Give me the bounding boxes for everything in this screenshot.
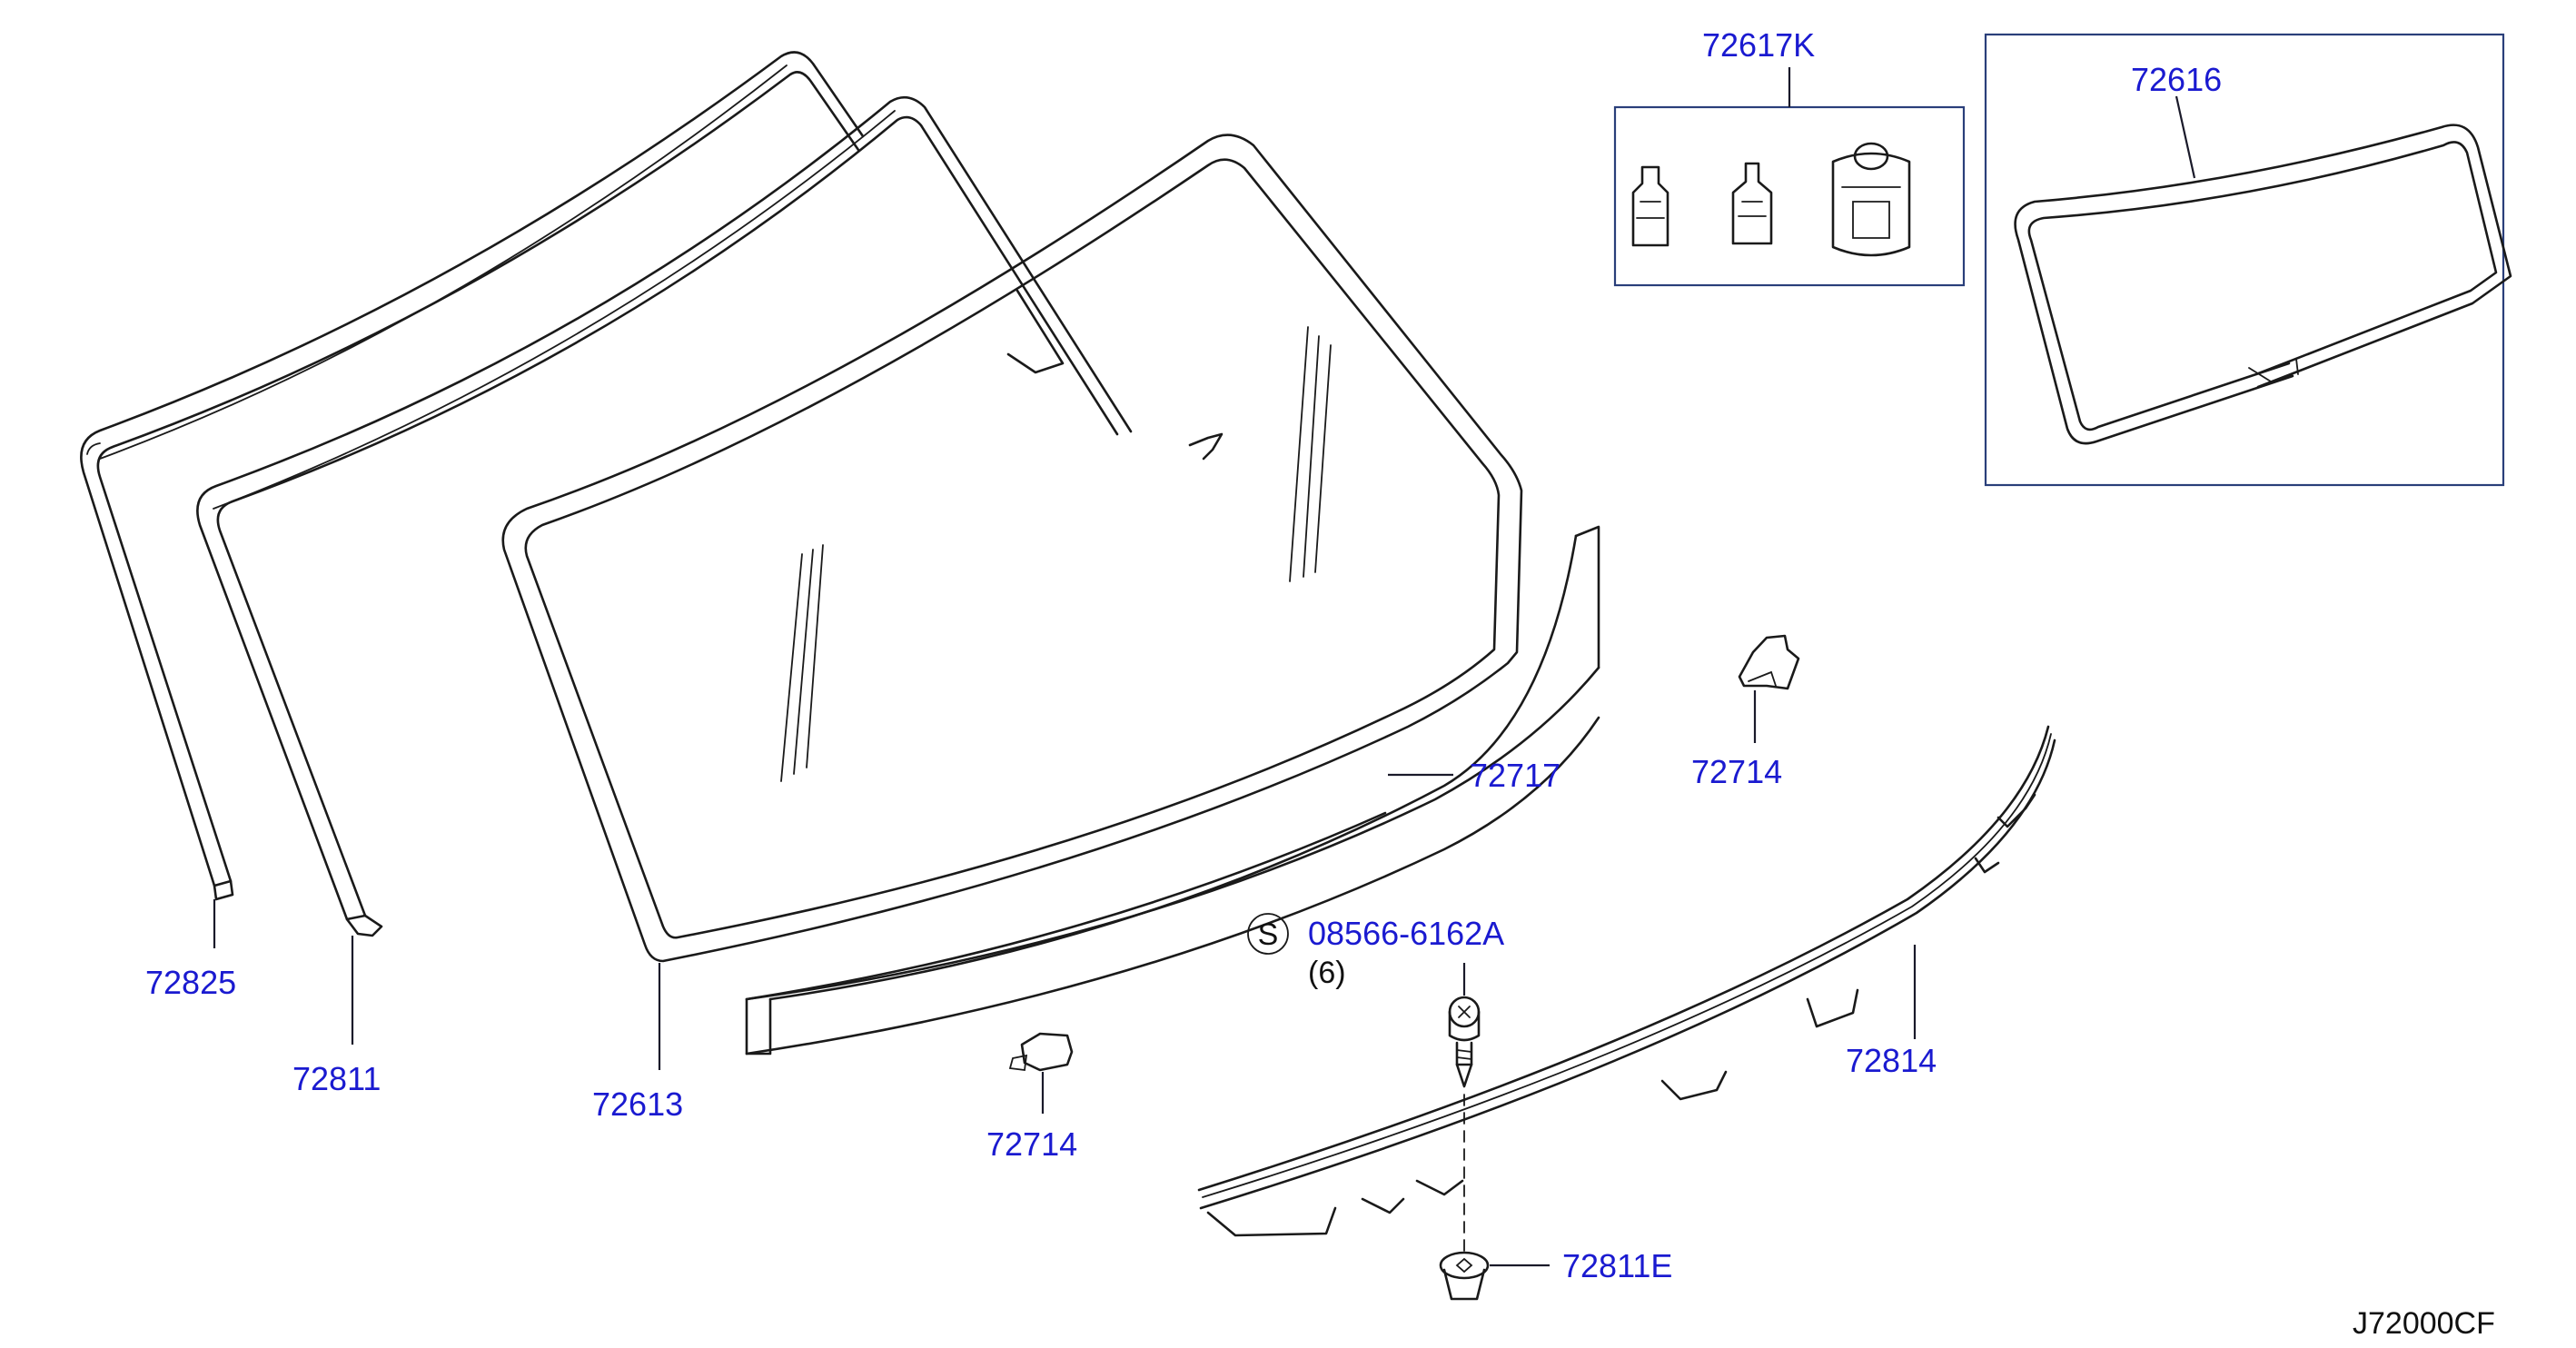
label-72717[interactable]: 72717 <box>1470 757 1560 794</box>
label-72616[interactable]: 72616 <box>2131 61 2222 98</box>
standard-part-circle <box>1247 913 1289 955</box>
cowl-rail-72814[interactable] <box>1197 725 2056 1237</box>
label-72613[interactable]: 72613 <box>592 1085 683 1123</box>
label-72814[interactable]: 72814 <box>1846 1042 1937 1079</box>
label-72617k[interactable]: 72617K <box>1702 26 1815 64</box>
kit-fastener-small-2[interactable] <box>1731 162 1773 245</box>
leader-lines <box>213 67 2196 1267</box>
windshield-glass-72613[interactable] <box>501 134 1523 963</box>
clip-72811E[interactable] <box>1439 1251 1490 1301</box>
kit-fastener-small-1[interactable] <box>1631 165 1669 247</box>
standard-part-symbol: S <box>1258 917 1279 952</box>
label-72811[interactable]: 72811 <box>292 1060 381 1097</box>
moulding-72811[interactable] <box>196 95 1224 937</box>
seal-strip-72717[interactable] <box>745 525 1600 1056</box>
frame-box-72616 <box>1984 33 2505 487</box>
kit-fastener-large[interactable] <box>1831 142 1911 257</box>
quantity-08566-6162A: (6) <box>1308 956 1346 990</box>
clip-72714-upper[interactable] <box>1738 634 1800 690</box>
label-72825[interactable]: 72825 <box>145 964 236 1001</box>
label-72714-lower[interactable]: 72714 <box>986 1125 1077 1163</box>
label-72714-upper[interactable]: 72714 <box>1691 753 1782 790</box>
label-08566-6162A[interactable]: 08566-6162A <box>1308 915 1504 952</box>
diagram-code: J72000CF <box>2353 1306 2495 1341</box>
moulding-72825[interactable] <box>80 51 865 901</box>
dam-72616[interactable] <box>2014 124 2512 445</box>
screw-08566-6162A[interactable] <box>1448 996 1481 1259</box>
clip-72714-lower[interactable] <box>1008 1032 1074 1072</box>
label-72811E[interactable]: 72811E <box>1562 1247 1672 1284</box>
